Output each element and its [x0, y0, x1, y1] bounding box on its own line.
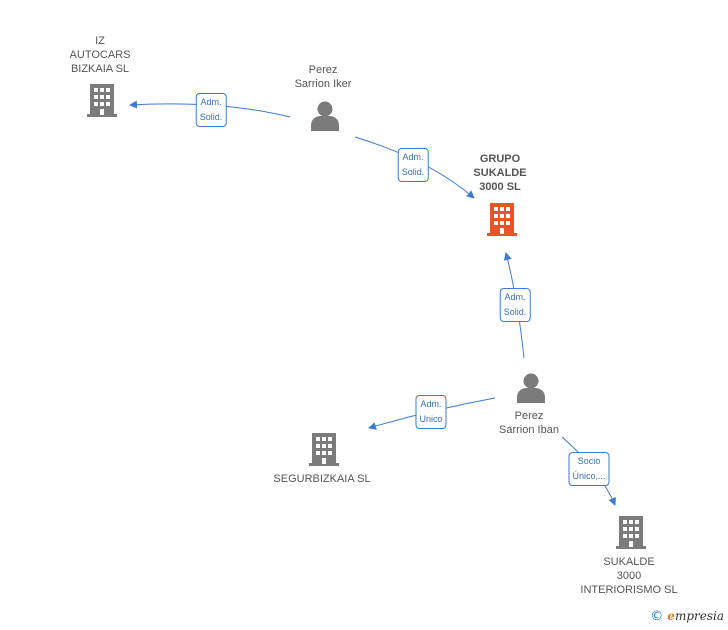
brand-footer[interactable]: ©empresia [650, 609, 724, 624]
edge-label-iker-to-grupo[interactable]: Adm. Solid. [397, 148, 429, 182]
edge-label-iban-to-segur[interactable]: Adm. Unico [415, 395, 447, 429]
copyright-icon: © [650, 609, 664, 624]
main-company-label[interactable]: GRUPO SUKALDE 3000 SL [473, 153, 527, 193]
edge-label-iban-to-grupo[interactable]: Adm. Solid. [499, 288, 531, 322]
company-label-iz-autocars[interactable]: IZ AUTOCARS BIZKAIA SL [69, 35, 131, 75]
brand-logo-letter: e [667, 609, 675, 623]
building-icon[interactable] [616, 516, 646, 549]
company-label-segurbizkaia[interactable]: SEGURBIZKAIA SL [273, 473, 371, 485]
brand-name: mpresia [674, 609, 724, 623]
building-icon[interactable] [309, 433, 339, 466]
edge-label-iban-to-sukalde[interactable]: Socio Único,... [568, 452, 610, 486]
building-icon[interactable] [87, 84, 117, 117]
edge-label-iker-to-iz[interactable]: Adm. Solid. [195, 93, 227, 127]
company-label-sukalde-interiorismo[interactable]: SUKALDE 3000 INTERIORISMO SL [580, 556, 678, 596]
person-label-perez-iker[interactable]: Perez Sarrion Iker [294, 64, 352, 90]
person-label-perez-iban[interactable]: Perez Sarrion Iban [499, 410, 559, 436]
person-icon[interactable] [517, 373, 545, 404]
main-building-icon[interactable] [487, 203, 517, 236]
person-icon[interactable] [311, 101, 339, 132]
